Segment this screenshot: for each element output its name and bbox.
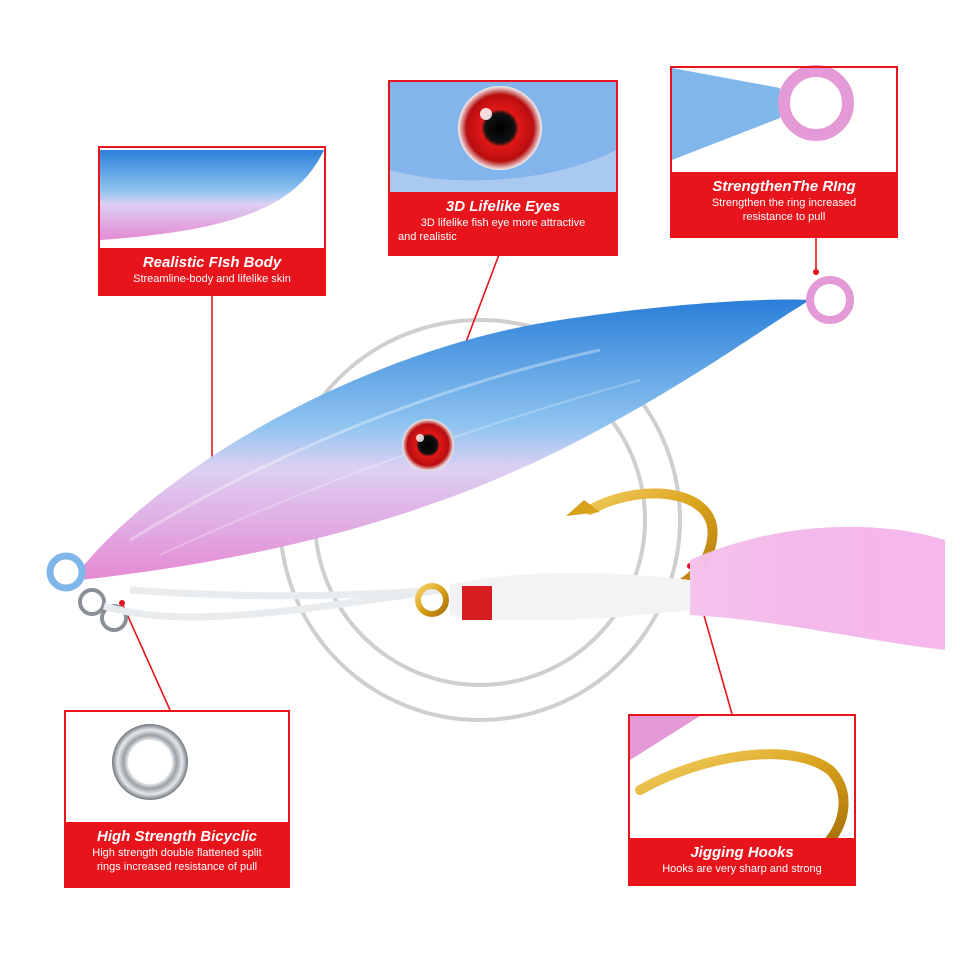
callout-desc: Streamline-body and lifelike skin bbox=[133, 273, 291, 285]
callout-split-ring: High Strength Bicyclic High strength dou… bbox=[64, 710, 290, 888]
lure-eye-icon bbox=[402, 419, 454, 471]
fish-body-photo bbox=[100, 148, 324, 248]
tail-ring-icon bbox=[806, 276, 854, 324]
callout-hooks: Jigging Hooks Hooks are very sharp and s… bbox=[628, 714, 856, 886]
callout-title: Jigging Hooks bbox=[690, 844, 794, 861]
callout-ring: StrengthenThe RIng Strengthen the ring i… bbox=[670, 66, 898, 238]
head-ring-icon bbox=[46, 552, 86, 592]
assist-cord bbox=[102, 586, 441, 621]
callout-title: 3D Lifelike Eyes bbox=[445, 198, 561, 215]
callout-desc: and realistic bbox=[398, 231, 457, 243]
callout-desc: Hooks are very sharp and strong bbox=[662, 863, 822, 875]
hook-closeup-photo bbox=[630, 716, 854, 845]
callout-title: High Strength Bicyclic bbox=[96, 828, 258, 845]
callout-title: StrengthenThe RIng bbox=[712, 178, 856, 195]
callout-desc: Strengthen the ring increased bbox=[711, 197, 857, 209]
callout-eyes: 3D Lifelike Eyes 3D lifelike fish eye mo… bbox=[388, 80, 618, 256]
callout-fish-body: Realistic FIsh Body Streamline-body and … bbox=[98, 146, 326, 296]
callout-title: Realistic FIsh Body bbox=[142, 254, 282, 271]
eye-closeup-photo bbox=[390, 82, 616, 200]
jig-hook-icon bbox=[415, 488, 945, 650]
callout-desc: resistance to pull bbox=[742, 211, 826, 223]
split-ring-photo bbox=[112, 724, 188, 800]
callout-desc: High strength double flattened split bbox=[92, 847, 262, 859]
callout-desc: 3D lifelike fish eye more attractive bbox=[420, 217, 586, 229]
callout-desc: rings increased resistance of pull bbox=[96, 861, 258, 873]
ring-closeup-photo bbox=[672, 65, 896, 168]
